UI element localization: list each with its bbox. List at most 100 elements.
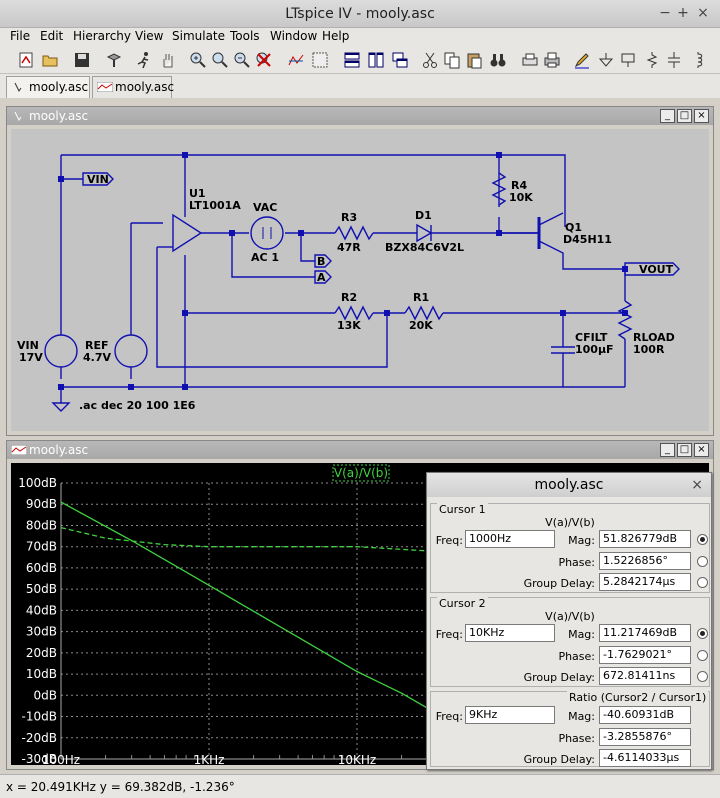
close-button[interactable]: × (694, 109, 709, 123)
close-button[interactable]: × (694, 443, 709, 457)
cursor2-mag-radio[interactable] (697, 628, 708, 639)
ratio-freq-field[interactable]: 9KHz (465, 706, 555, 724)
cursor2-expr: V(a)/V(b) (545, 610, 595, 623)
capacitor-icon[interactable] (664, 50, 684, 70)
zoom-in-icon[interactable] (188, 50, 208, 70)
new-schematic-icon[interactable] (16, 50, 36, 70)
cut-icon[interactable] (420, 50, 440, 70)
schematic-window-titlebar[interactable]: mooly.asc _□× (7, 107, 713, 125)
label-net-icon[interactable] (618, 50, 638, 70)
ratio-phase-field[interactable]: -3.2855876° (599, 728, 691, 746)
minimize-button[interactable]: − (659, 5, 671, 21)
document-tabs: mooly.asc mooly.asc (0, 74, 720, 98)
cursor1-phase-field[interactable]: 1.5226856° (599, 552, 691, 570)
menu-edit[interactable]: Edit (40, 29, 64, 43)
menu-simulate[interactable]: Simulate (172, 29, 226, 43)
y-tick-label: 70dB (26, 540, 57, 554)
tab-waveform[interactable]: mooly.asc (92, 76, 174, 98)
cursor1-gd-label: Group Delay: (523, 577, 595, 590)
wires (51, 154, 626, 412)
menu-window[interactable]: Window (270, 29, 318, 43)
y-tick-label: -30dB (22, 752, 57, 766)
zoom-cancel-icon[interactable] (254, 50, 274, 70)
cursor1-mag-field[interactable]: 51.826779dB (599, 530, 691, 548)
cascade-icon[interactable] (390, 50, 410, 70)
cursor2-gd-field[interactable]: 672.81411ns (599, 667, 691, 685)
q1-label: Q1 (565, 221, 582, 234)
y-tick-label: 80dB (26, 518, 57, 532)
close-button[interactable]: × (697, 5, 709, 21)
tile-vertical-icon[interactable] (366, 50, 386, 70)
cursor2-phase-field[interactable]: -1.7629021° (599, 646, 691, 664)
waveform-settings-icon[interactable] (286, 50, 306, 70)
paste-icon[interactable] (464, 50, 484, 70)
find-binoculars-icon[interactable] (488, 50, 508, 70)
cursor2-phase-radio[interactable] (697, 650, 708, 661)
waveform-icon (11, 445, 27, 455)
r2-value: 13K (337, 319, 361, 332)
window-titlebar: LTspice IV - mooly.asc − + × (0, 0, 720, 28)
maximize-button[interactable]: + (677, 5, 689, 21)
cursor1-mag-radio[interactable] (697, 534, 708, 545)
waveform-window-titlebar[interactable]: mooly.asc _□× (7, 441, 713, 459)
schematic-canvas[interactable]: VIN U1 LT1001A VAC AC 1 R3 47R D1 BZX84C… (11, 129, 709, 431)
ratio-gd-label: Group Delay: (523, 753, 595, 766)
menu-tools[interactable]: Tools (230, 29, 260, 43)
y-tick-label: 90dB (26, 497, 57, 511)
open-folder-icon[interactable] (40, 50, 60, 70)
menu-hierarchy[interactable]: Hierarchy (73, 29, 132, 43)
menu-file[interactable]: File (10, 29, 31, 43)
minimize-button[interactable]: _ (660, 109, 675, 123)
components (44, 172, 680, 368)
minimize-button[interactable]: _ (660, 443, 675, 457)
grid-icon[interactable] (310, 50, 330, 70)
tab-schematic[interactable]: mooly.asc (6, 76, 90, 98)
ratio-gd-field[interactable]: -4.6114033µs (599, 749, 691, 767)
cursor2-mag-field[interactable]: 11.217469dB (599, 624, 691, 642)
control-panel-icon[interactable] (104, 50, 124, 70)
r1-value: 20K (409, 319, 433, 332)
print-icon[interactable] (542, 50, 562, 70)
tile-horizontal-icon[interactable] (342, 50, 362, 70)
zoom-out-icon[interactable] (210, 50, 230, 70)
menu-help[interactable]: Help (322, 29, 350, 43)
close-icon[interactable]: × (691, 477, 703, 493)
schematic-diagram[interactable]: VIN U1 LT1001A VAC AC 1 R3 47R D1 BZX84C… (11, 129, 709, 432)
ratio-phase-label: Phase: (558, 732, 595, 745)
b-flag-label: B (317, 255, 325, 268)
r4-label: R4 (511, 179, 527, 192)
copy-icon[interactable] (442, 50, 462, 70)
cursor2-freq-field[interactable]: 10KHz (465, 624, 555, 642)
pan-hand-icon[interactable] (158, 50, 178, 70)
inductor-icon[interactable] (688, 50, 708, 70)
print-preview-icon[interactable] (520, 50, 540, 70)
y-tick-label: 50dB (26, 582, 57, 596)
ground-icon[interactable] (596, 50, 616, 70)
ratio-freq-label: Freq: (435, 710, 463, 723)
cursor1-gd-field[interactable]: 5.2842174µs (599, 573, 691, 591)
spice-directive[interactable]: .ac dec 20 100 1E6 (79, 399, 196, 412)
ratio-mag-field[interactable]: -40.60931dB (599, 706, 691, 724)
draw-wire-pencil-icon[interactable] (572, 50, 592, 70)
x-tick-label: 1KHz (194, 753, 225, 767)
maximize-button[interactable]: □ (677, 443, 692, 457)
resistor-icon[interactable] (642, 50, 662, 70)
cursor1-freq-label: Freq: (435, 534, 463, 547)
vac-value: AC 1 (251, 251, 279, 264)
cursor-dialog-titlebar[interactable]: mooly.asc × (427, 473, 711, 497)
menu-view[interactable]: View (135, 29, 164, 43)
cursor1-freq-field[interactable]: 1000Hz (465, 530, 555, 548)
cursor1-gd-radio[interactable] (697, 577, 708, 588)
cursor2-phase-label: Phase: (558, 650, 595, 663)
run-icon[interactable] (134, 50, 154, 70)
cursor1-phase-radio[interactable] (697, 556, 708, 567)
maximize-button[interactable]: □ (677, 109, 692, 123)
cursor2-gd-radio[interactable] (697, 671, 708, 682)
r2-label: R2 (341, 291, 357, 304)
trace-label[interactable]: V(a)/V(b) (334, 466, 388, 480)
ratio-group-title: Ratio (Cursor2 / Cursor1) (567, 691, 709, 704)
save-icon[interactable] (72, 50, 92, 70)
zoom-fit-icon[interactable] (232, 50, 252, 70)
vac-label: VAC (253, 201, 277, 214)
r3-label: R3 (341, 211, 357, 224)
